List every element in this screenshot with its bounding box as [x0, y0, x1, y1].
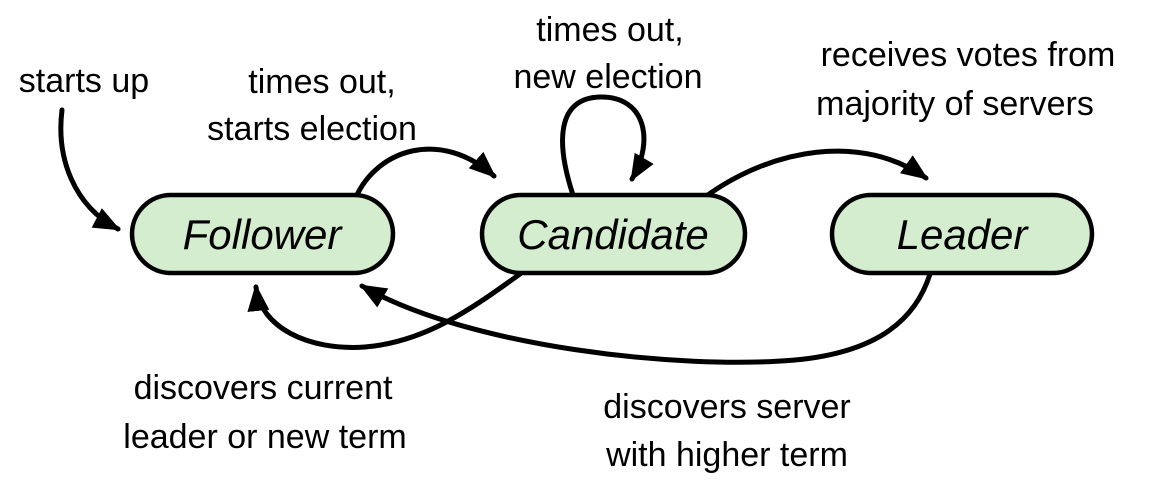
edge-leader-to-follower-label-line-2: with higher term	[605, 436, 848, 474]
state-follower-label: Follower	[183, 211, 344, 258]
edge-follower-to-candidate-label-line-2: starts election	[207, 110, 417, 148]
state-follower-shape	[129, 192, 396, 276]
edge-candidate-to-leader-label-line-1: receives votes from	[821, 36, 1116, 74]
edge-candidate-self-loop-arrow	[560, 94, 654, 198]
edge-leader-to-follower-arrow	[359, 271, 933, 365]
state-leader-shape	[829, 192, 1095, 276]
edge-candidate-to-follower-arrow	[247, 271, 523, 350]
edge-candidate-to-leader-arrow	[702, 148, 929, 200]
edge-follower-to-candidate-label-line-1: times out,	[248, 63, 395, 101]
state-candidate-label: Candidate	[517, 211, 708, 258]
edge-candidate-to-leader-label-line-2: majority of servers	[816, 85, 1094, 123]
edge-follower-to-candidate-arrow	[353, 146, 497, 200]
state-leader-label: Leader	[897, 211, 1030, 258]
edge-candidate-self-loop-label-line-1: times out,	[536, 11, 683, 49]
state-follower: Follower	[129, 192, 396, 276]
edge-leader-to-follower-label-line-1: discovers server	[603, 388, 851, 426]
edge-candidate-self-loop-label-line-2: new election	[513, 58, 702, 96]
edge-candidate-to-follower-label-line-1: discovers current	[134, 369, 393, 407]
edge-candidate-to-follower-label-line-2: leader or new term	[123, 418, 406, 456]
state-nodes: Follower Candidate Leader	[129, 192, 1095, 276]
state-candidate-shape	[479, 192, 748, 276]
state-candidate: Candidate	[479, 192, 748, 276]
edge-labels: starts up times out, starts election tim…	[19, 11, 1116, 474]
state-leader: Leader	[829, 192, 1095, 276]
edge-starts-up-arrow	[58, 107, 121, 232]
edge-starts-up-label: starts up	[19, 62, 149, 100]
